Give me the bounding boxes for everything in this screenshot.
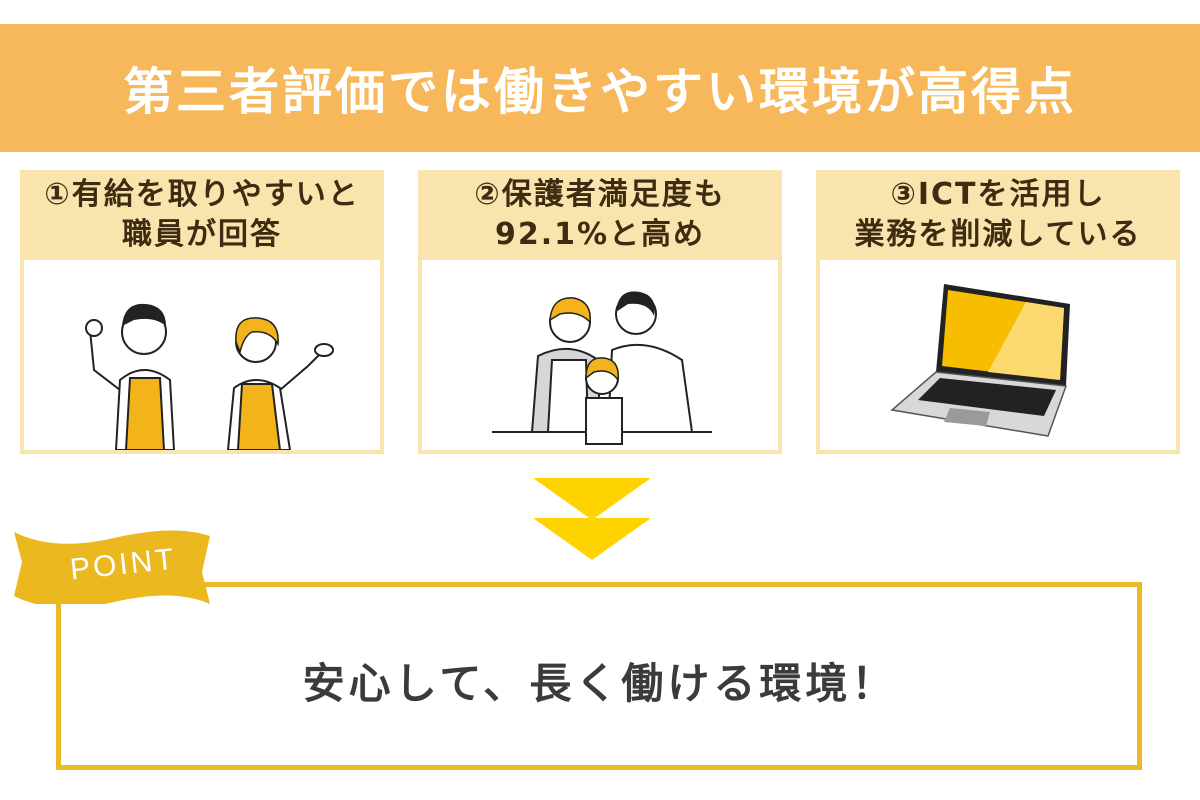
laptop-illustration — [820, 260, 1176, 450]
card-heading-line1: ②保護者満足度も — [474, 177, 726, 212]
laptop-icon — [890, 284, 1070, 437]
card-heading-line2: 職員が回答 — [122, 217, 282, 252]
card-paid-leave: ①有給を取りやすいと 職員が回答 — [20, 170, 384, 454]
point-flag-ribbon-icon — [14, 530, 210, 604]
page-title: 第三者評価では働きやすい環境が高得点 — [123, 63, 1077, 121]
card-heading: ①有給を取りやすいと 職員が回答 — [20, 170, 384, 260]
card-parent-satisfaction: ②保護者満足度も 92.1%と高め — [418, 170, 782, 454]
point-box — [56, 582, 1142, 770]
two-staff-in-aprons-illustration — [24, 260, 380, 450]
point-text-plain: 安心して、 — [302, 659, 530, 708]
card-heading-line1: ①有給を取りやすいと — [44, 177, 360, 212]
point-message: 安心して、長く働ける環境！ — [0, 650, 1200, 715]
double-chevron-down-icon — [533, 478, 651, 560]
family-illustration-icon — [492, 291, 712, 445]
point-text-highlight: 長く働ける環境！ — [525, 650, 910, 715]
title-banner: 第三者評価では働きやすい環境が高得点 — [0, 24, 1200, 152]
card-heading: ②保護者満足度も 92.1%と高め — [418, 170, 782, 260]
card-heading-line2: 92.1%と高め — [494, 217, 706, 252]
card-heading: ③ICTを活用し 業務を削減している — [816, 170, 1180, 260]
card-ict: ③ICTを活用し 業務を削減している — [816, 170, 1180, 454]
staff-illustration-icon — [85, 303, 334, 450]
card-heading-line1: ③ICTを活用し — [890, 177, 1106, 212]
card-heading-line2: 業務を削減している — [854, 217, 1142, 252]
family-reading-illustration — [422, 260, 778, 450]
